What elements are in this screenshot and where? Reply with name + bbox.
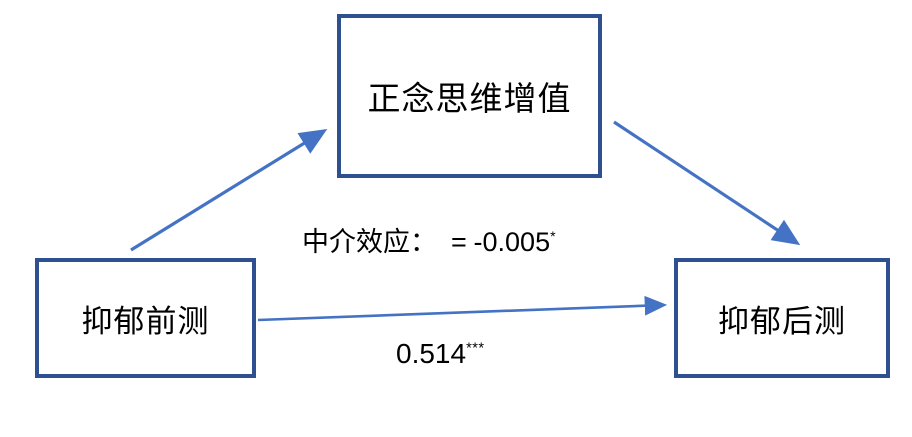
arrow-predictor-to-mediator [130, 128, 328, 252]
indirect-effect-significance: * [550, 228, 557, 244]
node-box-predictor[interactable]: 抑郁前测 [35, 258, 256, 378]
node-box-mediator[interactable]: 正念思维增值 [337, 14, 602, 178]
node-label-predictor: 抑郁前测 [81, 303, 210, 339]
direct-effect-value: 0.514 [396, 338, 467, 369]
node-label-outcome: 抑郁后测 [718, 303, 846, 339]
indirect-effect-prefix: 中介效应： [302, 227, 437, 257]
arrow-mediator-to-outcome [613, 120, 801, 246]
arrow-predictor-to-outcome [257, 295, 668, 322]
direct-effect-significance: *** [466, 340, 485, 357]
indirect-effect-label: 中介效应： = -0.005* [302, 220, 556, 259]
indirect-effect-value: -0.005 [473, 227, 551, 257]
indirect-effect-equals: = [451, 227, 467, 257]
direct-effect-label: 0.514*** [396, 338, 485, 370]
node-box-outcome[interactable]: 抑郁后测 [674, 258, 890, 378]
node-label-mediator: 正念思维增值 [367, 82, 572, 118]
